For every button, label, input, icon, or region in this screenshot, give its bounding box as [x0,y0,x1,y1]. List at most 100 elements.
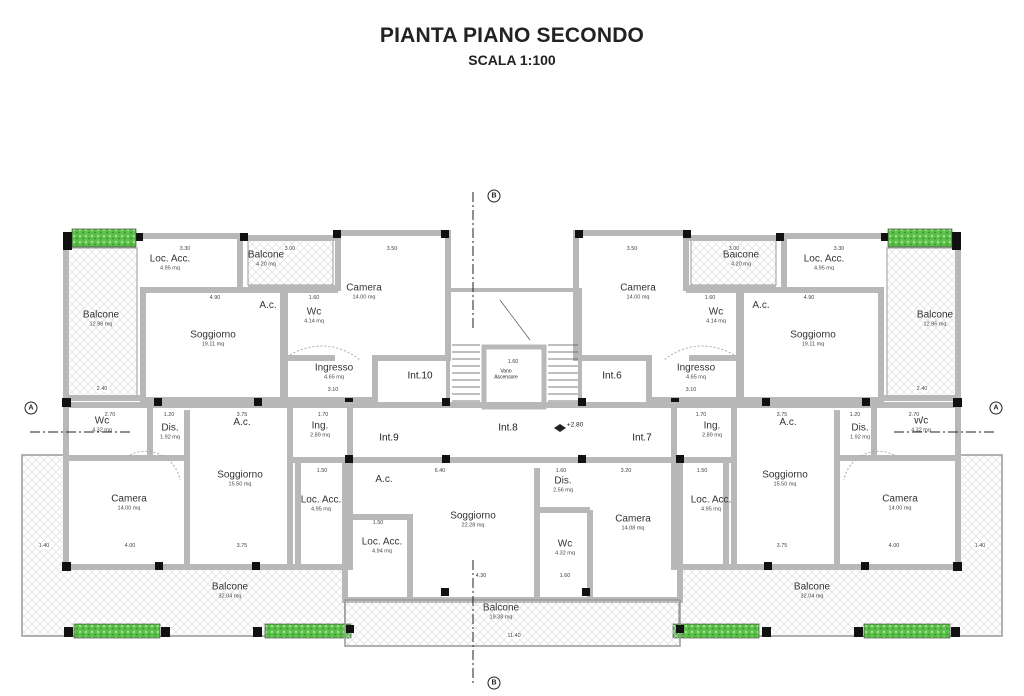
room-name: Balcone [916,309,954,321]
dimension-label: 3.75 [775,543,789,549]
dimension-label: 3.75 [775,412,789,418]
elevator-label: Vano Ascensore [494,369,518,381]
dimension-label: 1.20 [162,412,176,418]
dimension-label: 4.30 [474,573,488,579]
dimension-label: 1.40 [973,543,987,549]
room-name: A.c. [259,300,277,311]
room-label: Dis.1.92 mq [850,423,870,441]
dimension-label: 11.40 [506,633,522,639]
room-name: Soggiorno [217,469,263,481]
room-area: 2.56 mq [553,487,573,494]
unit-entrance-label: Int.6 [602,370,622,382]
room-name: A.c. [752,300,770,311]
room-area: 1.92 mq [160,434,180,441]
dimension-label: 3.75 [235,412,249,418]
room-area: 1.92 mq [850,434,870,441]
room-area: 15.50 mq [228,481,252,488]
dimension-label: 1.60 [703,295,717,301]
dimension-label: 4.00 [123,543,137,549]
room-area: 4.65 mq [686,374,706,381]
section-b-marker-bottom [487,676,501,690]
room-name: Balcone [722,249,760,261]
room-name: Soggiorno [450,510,496,522]
dimension-label: 3.10 [326,387,340,393]
dimension-label: 3.30 [832,246,846,252]
room-name: Balcone [793,581,831,593]
section-b-label-bottom: B [491,679,497,687]
section-b-marker-top [487,189,501,203]
room-label: A.c. [375,475,392,487]
room-area: 19.11 mq [201,341,225,348]
room-name: Soggiorno [190,329,236,341]
room-label: Loc. Acc.4.95 mq [691,495,732,513]
dimension-label: 3.00 [727,246,741,252]
room-name: Dis. [851,422,869,434]
room-area: 22.28 mq [461,522,485,529]
room-name: Balcone [211,581,249,593]
unit-entrance-label: Int.7 [632,432,652,444]
room-area: 32.04 mq [800,593,824,600]
dimension-label: 3.10 [684,387,698,393]
room-name: Balcone [82,309,120,321]
room-label: A.c. [779,418,796,430]
room-name: Loc. Acc. [690,494,732,506]
room-area: 32.04 mq [218,593,242,600]
room-name: Balcone [247,249,285,261]
room-name: A.c. [779,417,797,428]
room-area: 4.65 mq [324,374,344,381]
dimension-label: 2.70 [907,412,921,418]
plan-title: PIANTA PIANO SECONDO [379,24,645,47]
level-marker-icon [554,424,566,432]
dimension-label: 1.60 [554,468,568,474]
dimension-label: 3.50 [385,246,399,252]
room-area: 2.89 mq [310,432,330,439]
room-label: Loc. Acc.4.95 mq [301,495,342,513]
room-name: Ingresso [314,362,354,374]
dimension-label: 1.20 [848,412,862,418]
room-area: 14.00 mq [626,294,650,301]
room-name: A.c. [375,474,393,485]
room-name: Wc [913,415,929,427]
room-area: 12.96 mq [89,321,113,328]
dimension-label: 3.75 [235,543,249,549]
dimension-label: 2.40 [915,386,929,392]
room-area: 15.50 mq [773,481,797,488]
room-area: 4.32 mq [911,427,931,434]
room-name: Soggiorno [790,329,836,341]
room-area: 2.89 mq [702,432,722,439]
room-area: 14.00 mq [888,505,912,512]
dimension-label: 1.70 [316,412,330,418]
dimension-label: 4.00 [887,543,901,549]
section-lines [30,192,996,686]
unit-entrance-label: Int.9 [379,432,399,444]
room-label: A.c. [259,301,276,313]
room-name: Wc [557,538,573,550]
dimension-label: 3.00 [283,246,297,252]
dimension-label: 1.60 [558,573,572,579]
dimension-label: 1.70 [694,412,708,418]
room-area: 4.32 mq [92,427,112,434]
room-name: Loc. Acc. [803,253,845,265]
room-area: 4.94 mq [372,548,392,555]
room-name: Ing. [703,420,721,432]
room-label: Ing.2.89 mq [702,421,722,439]
room-label: Dis.2.56 mq [553,476,573,494]
elevator-dimension: 1.60 [506,359,520,365]
room-name: Camera [111,493,147,505]
